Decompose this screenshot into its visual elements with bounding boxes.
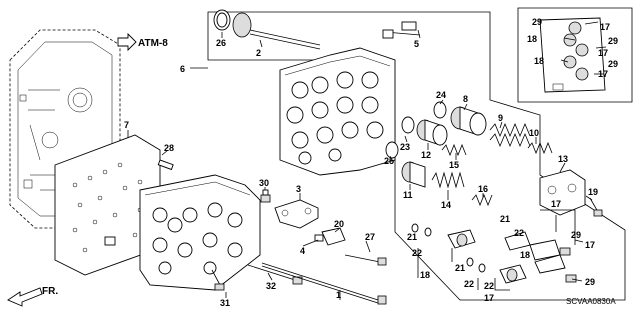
bolt-19 (589, 197, 603, 217)
callout-18: 18 (420, 270, 430, 280)
sleeve-12 (416, 119, 448, 146)
callout-29: 29 (532, 17, 542, 27)
callout-22: 22 (412, 248, 422, 258)
cover-13 (539, 169, 586, 216)
callout-22: 22 (484, 281, 494, 291)
solenoid-upper (411, 223, 571, 261)
callout-17: 17 (600, 22, 610, 32)
valve-5 (382, 21, 421, 39)
callout-labels: 26 2 5 6 7 28 8 9 10 24 23 12 15 25 13 1… (124, 17, 618, 308)
callout-19: 19 (588, 187, 598, 197)
callout-22: 22 (464, 279, 474, 289)
callout-32: 32 (266, 281, 276, 291)
reference-arrow: ATM-8 (117, 32, 168, 52)
callout-16: 16 (478, 184, 488, 194)
main-valve-body (279, 47, 396, 176)
callout-29: 29 (585, 277, 595, 287)
callout-17: 17 (598, 69, 608, 79)
bolt-27 (344, 254, 387, 266)
callout-30: 30 (259, 178, 269, 188)
callout-10: 10 (529, 128, 539, 138)
inset-box (517, 7, 633, 103)
callout-6: 6 (180, 64, 185, 74)
pin-4 (314, 234, 324, 242)
callout-18: 18 (534, 56, 544, 66)
seal-ring-23 (401, 116, 415, 134)
spring-10 (527, 141, 553, 155)
spring-16 (471, 193, 493, 207)
leader-lines (127, 21, 607, 300)
callout-13: 13 (558, 154, 568, 164)
spring-14 (431, 171, 465, 189)
callout-9: 9 (498, 113, 503, 123)
callout-15: 15 (449, 160, 459, 170)
callout-3: 3 (296, 184, 301, 194)
spring-15 (441, 143, 467, 157)
callout-24: 24 (436, 90, 446, 100)
callout-18: 18 (527, 34, 537, 44)
reference-label: ATM-8 (138, 38, 168, 49)
callout-21: 21 (455, 263, 465, 273)
callout-11: 11 (403, 190, 413, 200)
callout-14: 14 (441, 200, 451, 210)
callout-17: 17 (598, 48, 608, 58)
detent-bracket-3 (274, 199, 319, 229)
callout-17: 17 (484, 293, 494, 303)
dowel-pin-28 (157, 159, 174, 171)
callout-17: 17 (585, 240, 595, 250)
front-label: FR. (42, 286, 58, 297)
callout-29: 29 (608, 59, 618, 69)
lower-valve-body (139, 174, 261, 291)
callout-21: 21 (407, 232, 417, 242)
dowel-pin (104, 236, 116, 246)
callout-17: 17 (551, 199, 561, 209)
callout-4: 4 (300, 246, 305, 256)
callout-23: 23 (400, 142, 410, 152)
callout-1: 1 (336, 290, 341, 300)
clip-20 (321, 227, 346, 246)
bolt-30 (260, 189, 271, 203)
sleeve-11 (401, 161, 426, 188)
callout-12: 12 (421, 150, 431, 160)
long-bolt-1 (261, 262, 387, 305)
seal-ring-25 (385, 141, 399, 159)
callout-18: 18 (520, 250, 530, 260)
sleeve-8 (450, 106, 487, 136)
callout-28: 28 (164, 143, 174, 153)
solenoid-lower (466, 254, 577, 284)
callout-25: 25 (384, 156, 394, 166)
valve-spool-2 (213, 9, 321, 50)
callout-8: 8 (463, 94, 468, 104)
seal-ring-24 (433, 101, 447, 119)
callout-29: 29 (608, 36, 618, 46)
front-arrow: FR. (7, 286, 58, 307)
callout-21: 21 (500, 214, 510, 224)
callout-22: 22 (514, 228, 524, 238)
callout-26: 26 (216, 38, 226, 48)
callout-5: 5 (414, 39, 419, 49)
diagram-code: SCVAA0830A (566, 297, 616, 306)
callout-29: 29 (571, 230, 581, 240)
callout-27: 27 (365, 232, 375, 242)
spring-9 (489, 122, 531, 148)
callout-2: 2 (256, 48, 261, 58)
callout-31: 31 (220, 298, 230, 308)
bolt-31 (211, 269, 225, 291)
callout-20: 20 (334, 219, 344, 229)
callout-7: 7 (124, 120, 129, 130)
